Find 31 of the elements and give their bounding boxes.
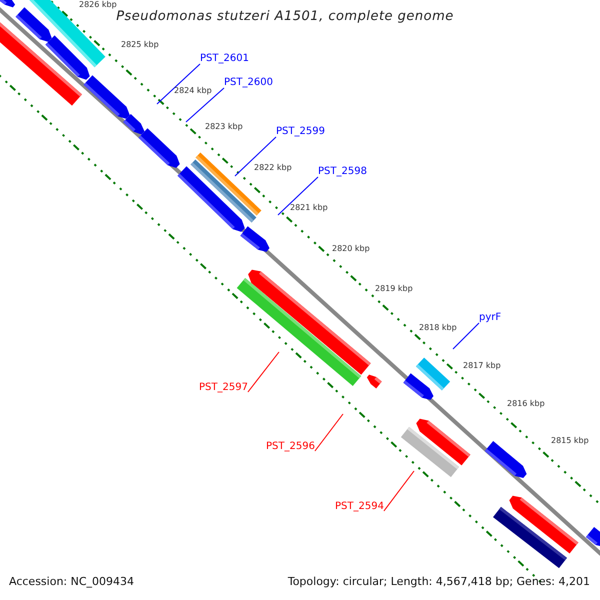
accession-label: Accession: NC_009434 xyxy=(9,575,134,589)
scale-label: 2818 kbp xyxy=(419,323,457,333)
gene-label: PST_2598 xyxy=(318,166,367,178)
scale-label: 2824 kbp xyxy=(174,86,212,96)
leader-line xyxy=(383,470,414,512)
scale-label: 2819 kbp xyxy=(375,284,413,294)
gene-label: PST_2596 xyxy=(266,441,315,453)
leader-line xyxy=(156,64,200,104)
gene-label: PST_2597 xyxy=(199,382,248,394)
gene-label: PST_2599 xyxy=(276,126,325,138)
gene-label: pyrF xyxy=(479,312,502,324)
scale-label: 2826 kbp xyxy=(79,0,117,10)
leader-line xyxy=(247,352,280,392)
scale-label: 2825 kbp xyxy=(121,40,159,50)
leader-line xyxy=(452,322,480,350)
gene-label: PST_2601 xyxy=(200,53,249,65)
scale-label: 2822 kbp xyxy=(254,163,292,173)
leader-line xyxy=(186,88,224,122)
scale-label: 2817 kbp xyxy=(463,361,501,371)
leader-line xyxy=(278,176,318,216)
gene-label: PST_2594 xyxy=(335,501,384,513)
title: Pseudomonas stutzeri A1501, complete genome xyxy=(115,9,455,24)
genome-info: Topology: circular; Length: 4,567,418 bp; Genes: 4,201 xyxy=(288,575,590,589)
scale-label: 2820 kbp xyxy=(332,244,370,254)
scale-label: 2815 kbp xyxy=(551,436,589,446)
scale-label: 2823 kbp xyxy=(205,122,243,132)
leader-line xyxy=(314,414,344,452)
gene-label: PST_2600 xyxy=(224,77,273,89)
leader-line xyxy=(234,136,276,176)
scale-label: 2816 kbp xyxy=(507,399,545,409)
scale-label: 2821 kbp xyxy=(290,203,328,213)
